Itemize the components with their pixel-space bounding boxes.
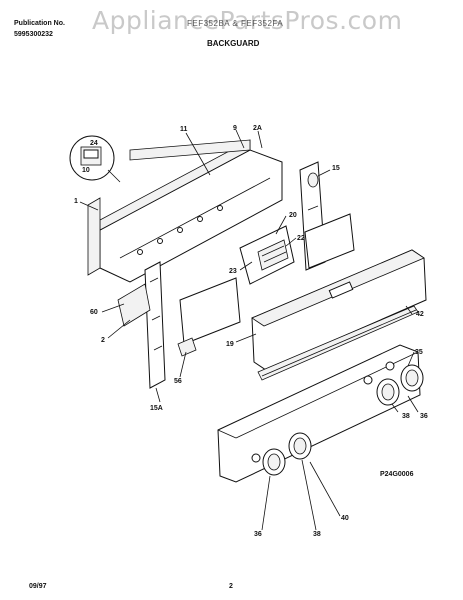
callout-24: 24	[90, 140, 98, 147]
footer-page-number: 2	[229, 583, 233, 590]
clock-timer	[239, 225, 295, 285]
callout-10: 10	[82, 167, 90, 174]
footer-date: 09/97	[29, 583, 47, 590]
callout-60: 60	[90, 309, 98, 316]
section-title: BACKGUARD	[207, 39, 260, 48]
callout-15: 15	[332, 165, 340, 172]
callout-11: 11	[180, 126, 188, 133]
callout-38-right: 38	[402, 413, 410, 420]
callout-42: 42	[416, 311, 424, 318]
callout-36-right: 36	[420, 413, 428, 420]
callout-15a: 15A	[150, 405, 163, 412]
callout-23: 23	[229, 268, 237, 275]
callout-19: 19	[226, 341, 234, 348]
callout-22: 22	[297, 235, 305, 242]
watermark: AppliancePartsPros.com	[92, 6, 403, 35]
control-panel	[217, 344, 424, 483]
publication-number: 5995300232	[14, 31, 53, 38]
publication-label: Publication No.	[14, 20, 65, 27]
drawing-code: P24G0006	[380, 471, 414, 478]
callout-20: 20	[289, 212, 297, 219]
callout-2a: 2A	[253, 125, 262, 132]
callout-35: 35	[415, 349, 423, 356]
left-end-cap	[117, 261, 166, 389]
callout-2: 2	[101, 337, 105, 344]
callout-36-left: 36	[254, 531, 262, 538]
callout-9: 9	[233, 125, 237, 132]
model-codes: FEF352BA & FEF352FA	[187, 19, 284, 28]
callout-1: 1	[74, 198, 78, 205]
switch-inset	[69, 135, 121, 183]
callout-40: 40	[341, 515, 349, 522]
rear-panel	[87, 139, 283, 283]
callout-56: 56	[174, 378, 182, 385]
bracket-panels	[177, 213, 355, 357]
front-overlay	[251, 249, 427, 381]
leader-lines	[79, 129, 419, 531]
callout-38-left: 38	[313, 531, 321, 538]
